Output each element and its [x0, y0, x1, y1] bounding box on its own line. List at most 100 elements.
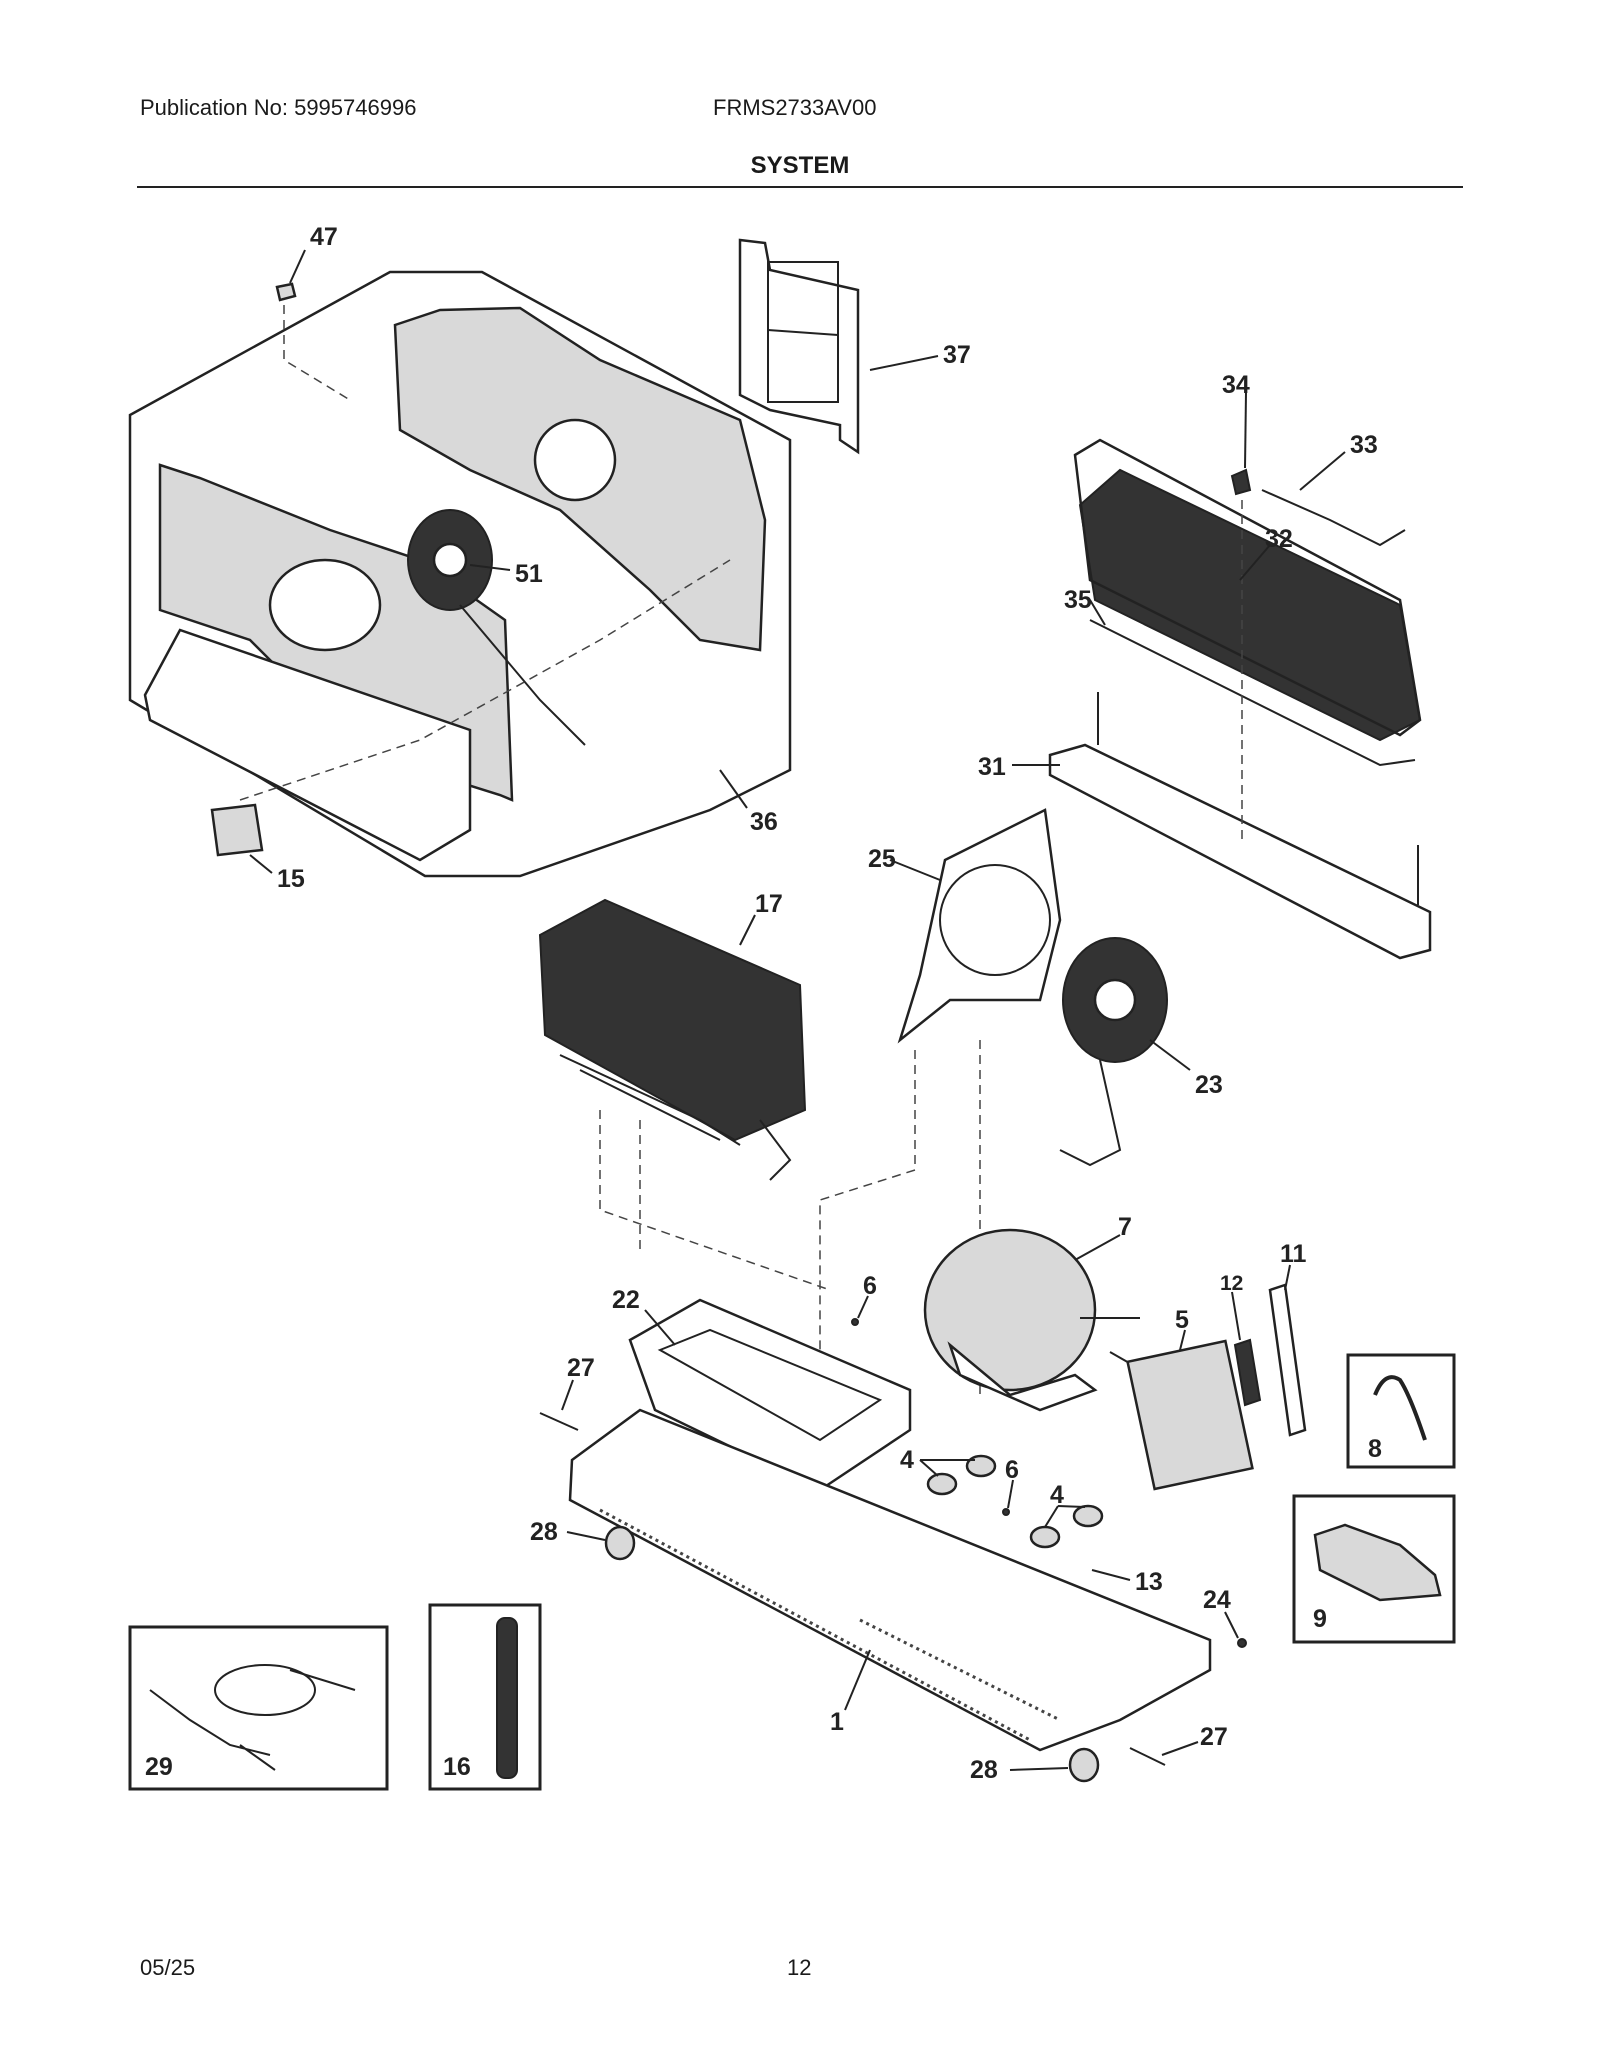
- callout-15: 15: [277, 865, 305, 893]
- callout-6-upper: 6: [863, 1272, 877, 1300]
- base-plate-ribs: [599, 1508, 1061, 1742]
- power-cord-coil: [214, 1664, 316, 1716]
- grommets-group: [926, 1454, 1104, 1549]
- inset-box-16: [428, 1603, 542, 1791]
- valve-9-part: [1313, 1523, 1442, 1602]
- rear-duct-opening: [533, 418, 617, 502]
- publication-number: Publication No: 5995746996: [140, 95, 417, 120]
- evaporator-group: [1048, 438, 1432, 960]
- defrost-heater-35: [1089, 619, 1416, 767]
- seal-16-part: [496, 1617, 518, 1779]
- condenser-fan-group: [897, 808, 1168, 1167]
- bracket-11: [1268, 1283, 1307, 1437]
- air-tower-37: [738, 238, 860, 455]
- callout-8: 8: [1368, 1435, 1382, 1463]
- screw-6-lower: [1002, 1508, 1010, 1516]
- base-plate-group: [539, 1318, 1247, 1783]
- callout-33: 33: [1350, 431, 1378, 459]
- callout-37: 37: [943, 341, 971, 369]
- callout-28-left: 28: [530, 1518, 558, 1546]
- callout-47: 47: [310, 223, 338, 251]
- dash-condenser: [599, 1110, 831, 1291]
- base-plate-1: [568, 1408, 1212, 1752]
- compressor-tray-inner: [657, 1328, 883, 1442]
- inset-power-cord-29: [128, 1625, 389, 1791]
- dash-47: [283, 305, 351, 401]
- callout-16: 16: [443, 1753, 471, 1781]
- compressor-group: [923, 1228, 1307, 1491]
- callout-22: 22: [612, 1286, 640, 1314]
- callout-25: 25: [868, 845, 896, 873]
- callout-24: 24: [1203, 1586, 1231, 1614]
- duct-assembly-outline: [128, 270, 792, 878]
- wire-harness-33: [1261, 489, 1406, 547]
- condenser-fan-hub: [1093, 978, 1137, 1022]
- callout-4-left: 4: [900, 1446, 914, 1474]
- inset-box-29: [128, 1625, 389, 1791]
- callout-27-right: 27: [1200, 1723, 1228, 1751]
- callout-27-left: 27: [567, 1354, 595, 1382]
- drain-pan-back: [1097, 692, 1419, 905]
- callout-1: 1: [830, 1708, 844, 1736]
- condenser-tail-tube: [759, 1119, 792, 1181]
- damper-clip-47: [275, 282, 297, 302]
- inset-harness-8: [1346, 1353, 1456, 1469]
- callout-35: 35: [1064, 586, 1092, 614]
- condenser-base-tubes: [559, 1054, 741, 1146]
- defrost-thermostat-34: [1230, 468, 1252, 496]
- callout-13: 13: [1135, 1568, 1163, 1596]
- screw-27-left: [539, 1412, 579, 1431]
- callout-23: 23: [1195, 1071, 1223, 1099]
- evaporator-coil-face: [1073, 438, 1422, 737]
- grommet-4d: [1072, 1504, 1104, 1528]
- footer-date: 05/25: [140, 1955, 196, 1980]
- callout-7: 7: [1118, 1213, 1132, 1241]
- fan-shroud-25: [897, 808, 1062, 1044]
- callout-29: 29: [145, 1753, 173, 1781]
- duct-lower-cover: [143, 628, 472, 862]
- fan-shroud-opening: [939, 864, 1051, 976]
- section-title: SYSTEM: [750, 152, 850, 179]
- callout-51: 51: [515, 560, 543, 588]
- callout-5: 5: [1175, 1306, 1189, 1334]
- callout-34: 34: [1222, 371, 1250, 399]
- grommet-4a: [926, 1472, 958, 1496]
- callout-31: 31: [978, 753, 1006, 781]
- callout-32: 32: [1265, 525, 1293, 553]
- roller-28-left: [604, 1525, 636, 1561]
- screw-27-right: [1129, 1747, 1166, 1766]
- bracket-15: [210, 803, 264, 857]
- callout-28-right: 28: [970, 1756, 998, 1784]
- callout-labels: 47 37 34 33 32 35 51 31 36 15 25 17 23 7…: [145, 223, 1382, 1784]
- dash-15: [239, 559, 731, 801]
- callout-4-right: 4: [1050, 1481, 1064, 1509]
- callout-12: 12: [1220, 1272, 1243, 1295]
- bracket-12: [1233, 1338, 1262, 1407]
- screw-6-upper: [851, 1318, 859, 1326]
- page-number: 12: [787, 1955, 812, 1980]
- callout-9: 9: [1313, 1605, 1327, 1633]
- fan-lead-wire: [459, 604, 586, 746]
- wire-harness-8-part: [1373, 1375, 1427, 1441]
- compressor-7: [923, 1228, 1097, 1392]
- grommet-4c: [1029, 1525, 1061, 1549]
- callout-6-lower: 6: [1005, 1456, 1019, 1484]
- compressor-tray-22: [628, 1298, 912, 1492]
- evaporator-fan-hub: [432, 542, 468, 578]
- callout-17: 17: [755, 890, 783, 918]
- power-cord-leads: [149, 1669, 356, 1771]
- leader-lines: [249, 249, 1346, 1771]
- air-tower-divider: [767, 329, 839, 336]
- inset-box-9: [1292, 1494, 1456, 1644]
- drain-pan-31: [1048, 743, 1432, 960]
- header-rule: [137, 186, 1463, 188]
- air-tower-group: [738, 238, 860, 455]
- callout-11: 11: [1280, 1240, 1307, 1268]
- inset-box-8: [1346, 1353, 1456, 1469]
- compressor-mount: [947, 1341, 1098, 1412]
- model-number: FRMS2733AV00: [713, 95, 877, 120]
- callout-36: 36: [750, 808, 778, 836]
- roller-28-right: [1068, 1747, 1100, 1783]
- inset-seal-16: [428, 1603, 542, 1791]
